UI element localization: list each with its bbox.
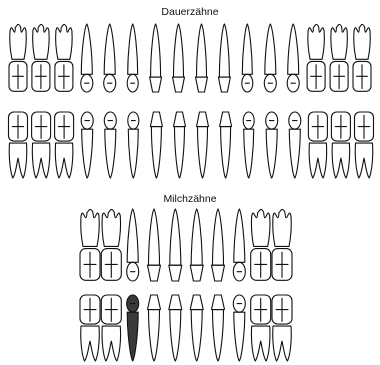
perm-lower-premolar-tooth-5 [104,112,116,178]
perm-lower-molar-tooth-14 [308,112,327,178]
perm-upper-premolar-tooth-4 [81,24,93,92]
perm-upper-canine-tooth-6 [127,24,138,92]
prim-upper-incisor-tooth-6 [190,209,203,281]
perm-lower-molar-tooth-1 [9,112,28,178]
prim-upper-molar-tooth-9 [251,209,271,280]
perm-lower-incisor-tooth-7 [150,112,162,178]
prim-lower-canine-tooth-8 [233,295,245,361]
perm-lower-incisor-tooth-10 [220,112,232,178]
perm-upper-molar-tooth-3 [55,24,73,91]
prim-upper-canine-tooth-8 [233,209,245,281]
prim-upper-incisor-tooth-5 [169,209,182,281]
perm-upper-incisor-tooth-10 [218,24,230,92]
permanent-teeth-heading: Dauerzähne [0,6,380,18]
prim-lower-molar-tooth-9 [251,295,271,361]
perm-lower-molar-tooth-3 [55,112,74,178]
perm-upper-molar-tooth-2 [32,24,50,91]
perm-upper-canine-tooth-11 [242,24,253,92]
perm-lower-molar-tooth-16 [355,112,374,178]
prim-upper-molar-tooth-10 [272,209,292,280]
perm-lower-premolar-tooth-13 [289,112,301,178]
prim-lower-incisor-tooth-5 [169,295,182,361]
prim-lower-canine-tooth-3 [127,295,139,361]
perm-lower-incisor-tooth-8 [174,112,186,178]
prim-lower-molar-tooth-10 [272,295,292,361]
perm-lower-premolar-tooth-12 [266,112,278,178]
perm-upper-premolar-tooth-12 [264,24,276,92]
prim-upper-incisor-tooth-4 [148,209,161,281]
perm-lower-molar-tooth-2 [32,112,51,178]
perm-lower-incisor-tooth-9 [197,112,209,178]
prim-lower-incisor-tooth-7 [212,295,225,361]
perm-upper-incisor-tooth-7 [150,24,162,92]
prim-upper-molar-tooth-2 [101,209,121,280]
prim-lower-incisor-tooth-4 [148,295,161,361]
perm-lower-canine-tooth-6 [128,112,139,178]
permanent-upper-row [9,24,371,92]
perm-upper-molar-tooth-14 [307,24,325,91]
primary-lower-row [80,295,292,361]
primary-teeth-heading: Milchzähne [0,193,380,205]
prim-upper-molar-tooth-1 [80,209,100,280]
prim-upper-canine-tooth-3 [127,209,139,281]
prim-upper-incisor-tooth-7 [212,209,225,281]
perm-lower-canine-tooth-11 [243,112,254,178]
permanent-lower-row [9,112,374,178]
prim-lower-molar-tooth-2 [101,295,121,361]
perm-upper-premolar-tooth-5 [104,24,116,92]
perm-upper-molar-tooth-16 [353,24,371,91]
perm-upper-incisor-tooth-9 [196,24,208,92]
perm-lower-premolar-tooth-4 [81,112,93,178]
prim-lower-incisor-tooth-6 [190,295,203,361]
perm-upper-premolar-tooth-13 [287,24,299,92]
perm-lower-molar-tooth-15 [331,112,350,178]
perm-upper-molar-tooth-1 [9,24,27,91]
perm-upper-molar-tooth-15 [330,24,348,91]
prim-lower-molar-tooth-1 [80,295,100,361]
perm-upper-incisor-tooth-8 [173,24,185,92]
primary-upper-row [80,209,292,281]
